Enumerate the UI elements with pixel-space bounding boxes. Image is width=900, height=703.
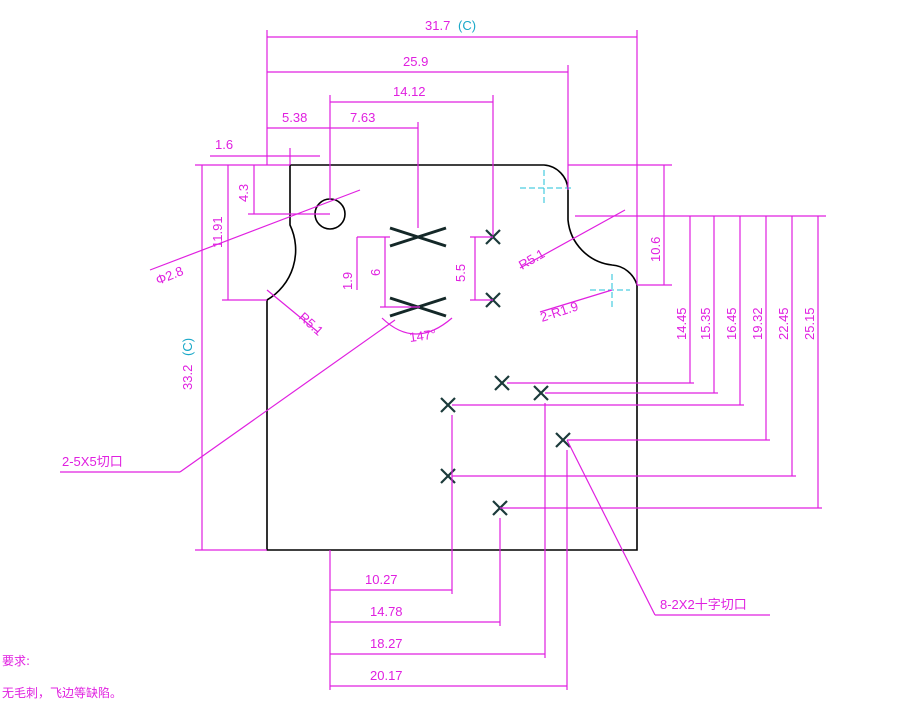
dim-width-14-12: 14.12 — [393, 84, 426, 99]
dim-height-5-5: 5.5 — [453, 264, 468, 282]
dim-right-19-32: 19.32 — [750, 307, 765, 340]
callout-radius-right: R5.1 — [516, 246, 547, 273]
cross-cut-mark-3 — [494, 375, 510, 391]
cross-cut-mark-5 — [440, 397, 456, 413]
dim-height-33-2: 33.2 — [180, 365, 195, 390]
dim-width-7-63: 7.63 — [350, 110, 375, 125]
notes-heading: 要求: — [2, 654, 30, 668]
dim-overall-width-ref: (C) — [458, 18, 476, 33]
slot-cut-mark-1 — [389, 226, 447, 248]
dim-bottom-14-78: 14.78 — [370, 604, 403, 619]
dim-right-16-45: 16.45 — [724, 307, 739, 340]
cross-cut-mark-6 — [555, 432, 571, 448]
callout-angle: 147° — [408, 326, 437, 345]
dim-height-4-3: 4.3 — [236, 184, 251, 202]
callout-radius-small: 2-R1.9 — [538, 299, 580, 325]
dim-right-22-45: 22.45 — [776, 307, 791, 340]
dim-right-14-45: 14.45 — [674, 307, 689, 340]
dim-bottom-18-27: 18.27 — [370, 636, 403, 651]
right-dimensions — [452, 164, 826, 509]
dim-height-1-9: 1.9 — [340, 272, 355, 290]
dim-overall-width: 31.7 — [425, 18, 450, 33]
dim-width-5-38: 5.38 — [282, 110, 307, 125]
cross-cut-mark-4 — [533, 385, 549, 401]
dim-bottom-10-27: 10.27 — [365, 572, 398, 587]
dim-bottom-20-17: 20.17 — [370, 668, 403, 683]
dim-width-25-9: 25.9 — [403, 54, 428, 69]
callout-slot-cut: 2-5X5切口 — [62, 454, 123, 469]
dim-right-25-15: 25.15 — [802, 307, 817, 340]
dim-width-1-6: 1.6 — [215, 137, 233, 152]
cross-cut-mark-7 — [440, 468, 456, 484]
dim-height-6: 6 — [368, 269, 383, 276]
dim-right-15-35: 15.35 — [698, 307, 713, 340]
callout-radius-left: R5.1 — [296, 309, 326, 339]
left-dimensions — [195, 164, 493, 551]
dim-right-10-6: 10.6 — [648, 237, 663, 262]
callout-leaders — [60, 189, 770, 616]
top-dimensions — [210, 30, 638, 285]
callout-cross-cut: 8-2X2十字切口 — [660, 597, 747, 612]
bottom-dimensions — [329, 403, 568, 690]
dim-height-11-91: 11.91 — [210, 216, 225, 248]
dim-height-33-2-ref: (C) — [180, 338, 195, 356]
notes-line-1: 无毛刺，飞边等缺陷。 — [2, 685, 122, 700]
